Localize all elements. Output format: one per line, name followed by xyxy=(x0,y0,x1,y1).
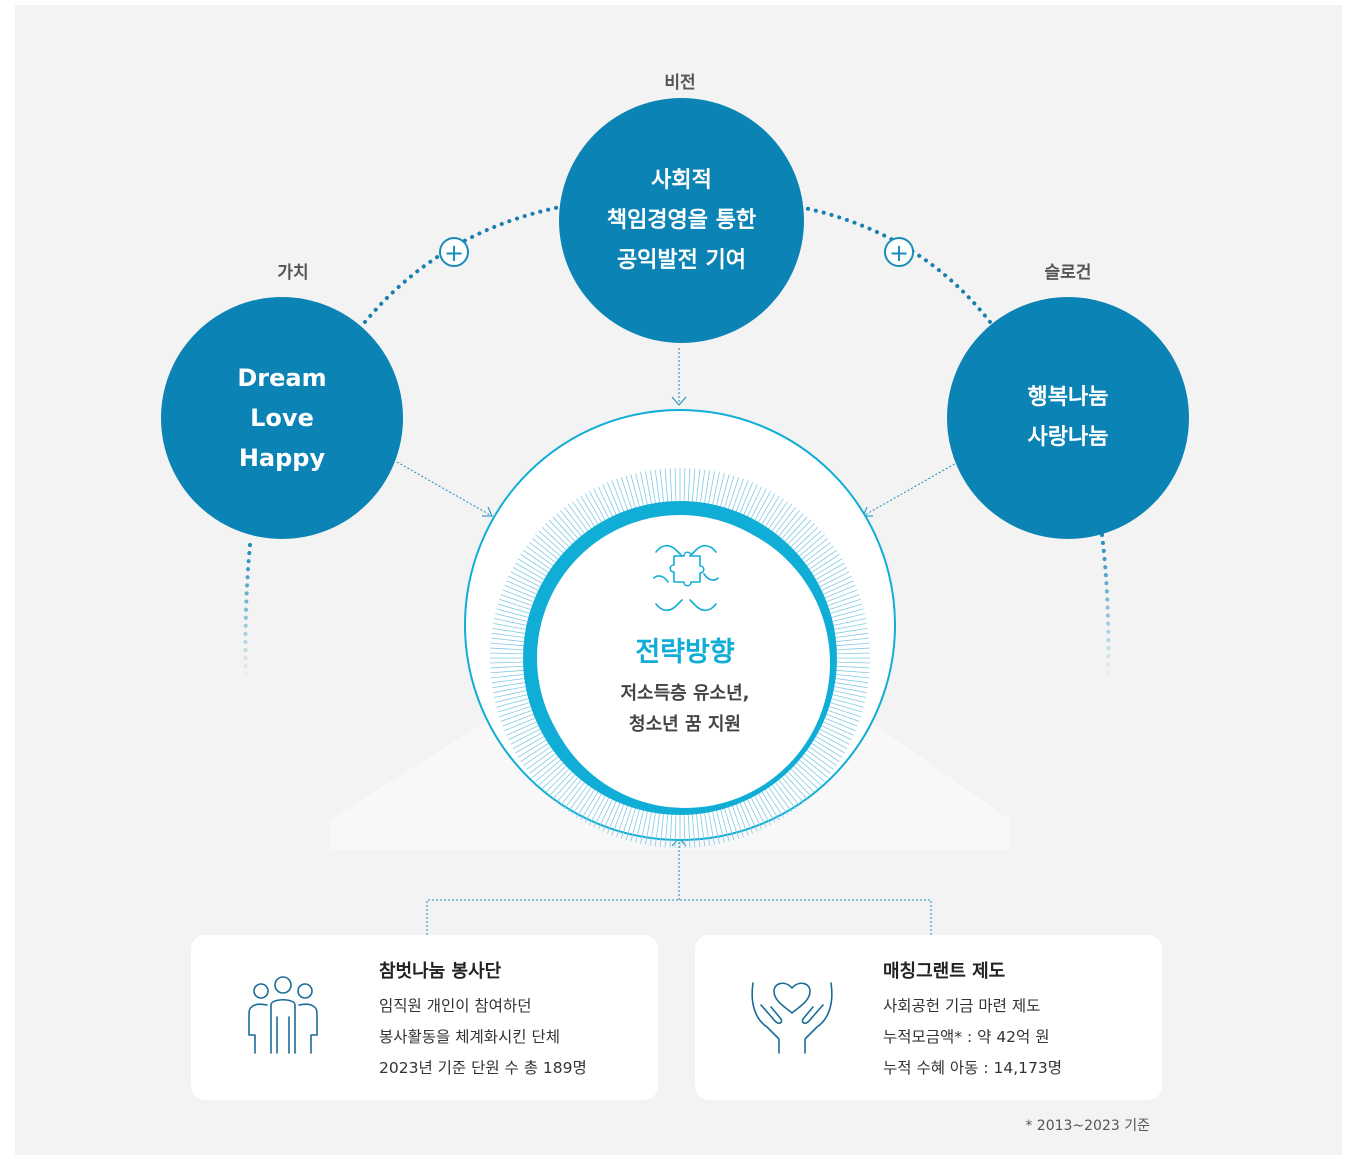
card-line: 사회공헌 기금 마련 제도 xyxy=(883,997,1041,1015)
plus-icon-left: + xyxy=(439,237,469,267)
card-line: 누적 수혜 아동 : 14,173명 xyxy=(883,1059,1062,1077)
vision-text: 사회적 책임경영을 통한 공익발전 기여 xyxy=(606,167,757,273)
people-group-icon xyxy=(248,976,318,1054)
strategy-center: 전략방향 저소득층 유소년, 청소년 꿈 지원 xyxy=(540,518,830,808)
value-text: Dream Love Happy xyxy=(237,364,327,472)
slogan-text: 행복나눔 사랑나눔 xyxy=(1027,385,1109,450)
slogan-circle: 행복나눔 사랑나눔 xyxy=(947,297,1189,539)
card-line: 누적모금액* : 약 42억 원 xyxy=(883,1028,1050,1046)
heart-hands-icon xyxy=(751,982,833,1054)
value-circle: Dream Love Happy xyxy=(161,297,403,539)
center-thick-ring xyxy=(523,501,837,815)
strategy-title: 전략방향 xyxy=(635,637,735,668)
card-line: 봉사활동을 체계화시킨 단체 xyxy=(379,1028,560,1046)
vision-label: 비전 xyxy=(664,73,696,93)
matching-grant-card: 매칭그랜트 제도 사회공헌 기금 마련 제도 누적모금액* : 약 42억 원 … xyxy=(695,935,1162,1100)
arrow-connectors xyxy=(396,348,959,935)
center-tick-ring xyxy=(490,468,870,848)
strategy-subtitle: 저소득층 유소년, 청소년 꿈 지원 xyxy=(620,683,750,735)
strategy-diagram: 비전 가치 슬로건 사회적 책임경영을 통한 공익발전 기여 Dream Lov… xyxy=(15,5,1342,1155)
volunteer-card: 참벗나눔 봉사단 임직원 개인이 참여하던 봉사활동을 체계화시킨 단체 202… xyxy=(191,935,658,1100)
plus-icon-right: + xyxy=(884,237,914,267)
puzzle-hands-icon xyxy=(653,544,719,612)
fade-dots-right xyxy=(1100,533,1111,682)
card-line: 2023년 기준 단원 수 총 189명 xyxy=(379,1059,587,1077)
matching-grant-card-lines: 사회공헌 기금 마련 제도 누적모금액* : 약 42억 원 누적 수혜 아동 … xyxy=(883,991,1062,1084)
vision-circle: 사회적 책임경영을 통한 공익발전 기여 xyxy=(559,98,804,343)
slogan-label: 슬로건 xyxy=(1044,263,1092,283)
matching-grant-card-title: 매칭그랜트 제도 xyxy=(883,961,1006,982)
footnote: * 2013~2023 기준 xyxy=(1025,1118,1150,1134)
volunteer-card-title: 참벗나눔 봉사단 xyxy=(379,961,502,982)
volunteer-card-lines: 임직원 개인이 참여하던 봉사활동을 체계화시킨 단체 2023년 기준 단원 … xyxy=(379,991,587,1084)
value-label: 가치 xyxy=(277,263,309,283)
card-line: 임직원 개인이 참여하던 xyxy=(379,997,532,1015)
fade-dots-left xyxy=(243,543,252,682)
